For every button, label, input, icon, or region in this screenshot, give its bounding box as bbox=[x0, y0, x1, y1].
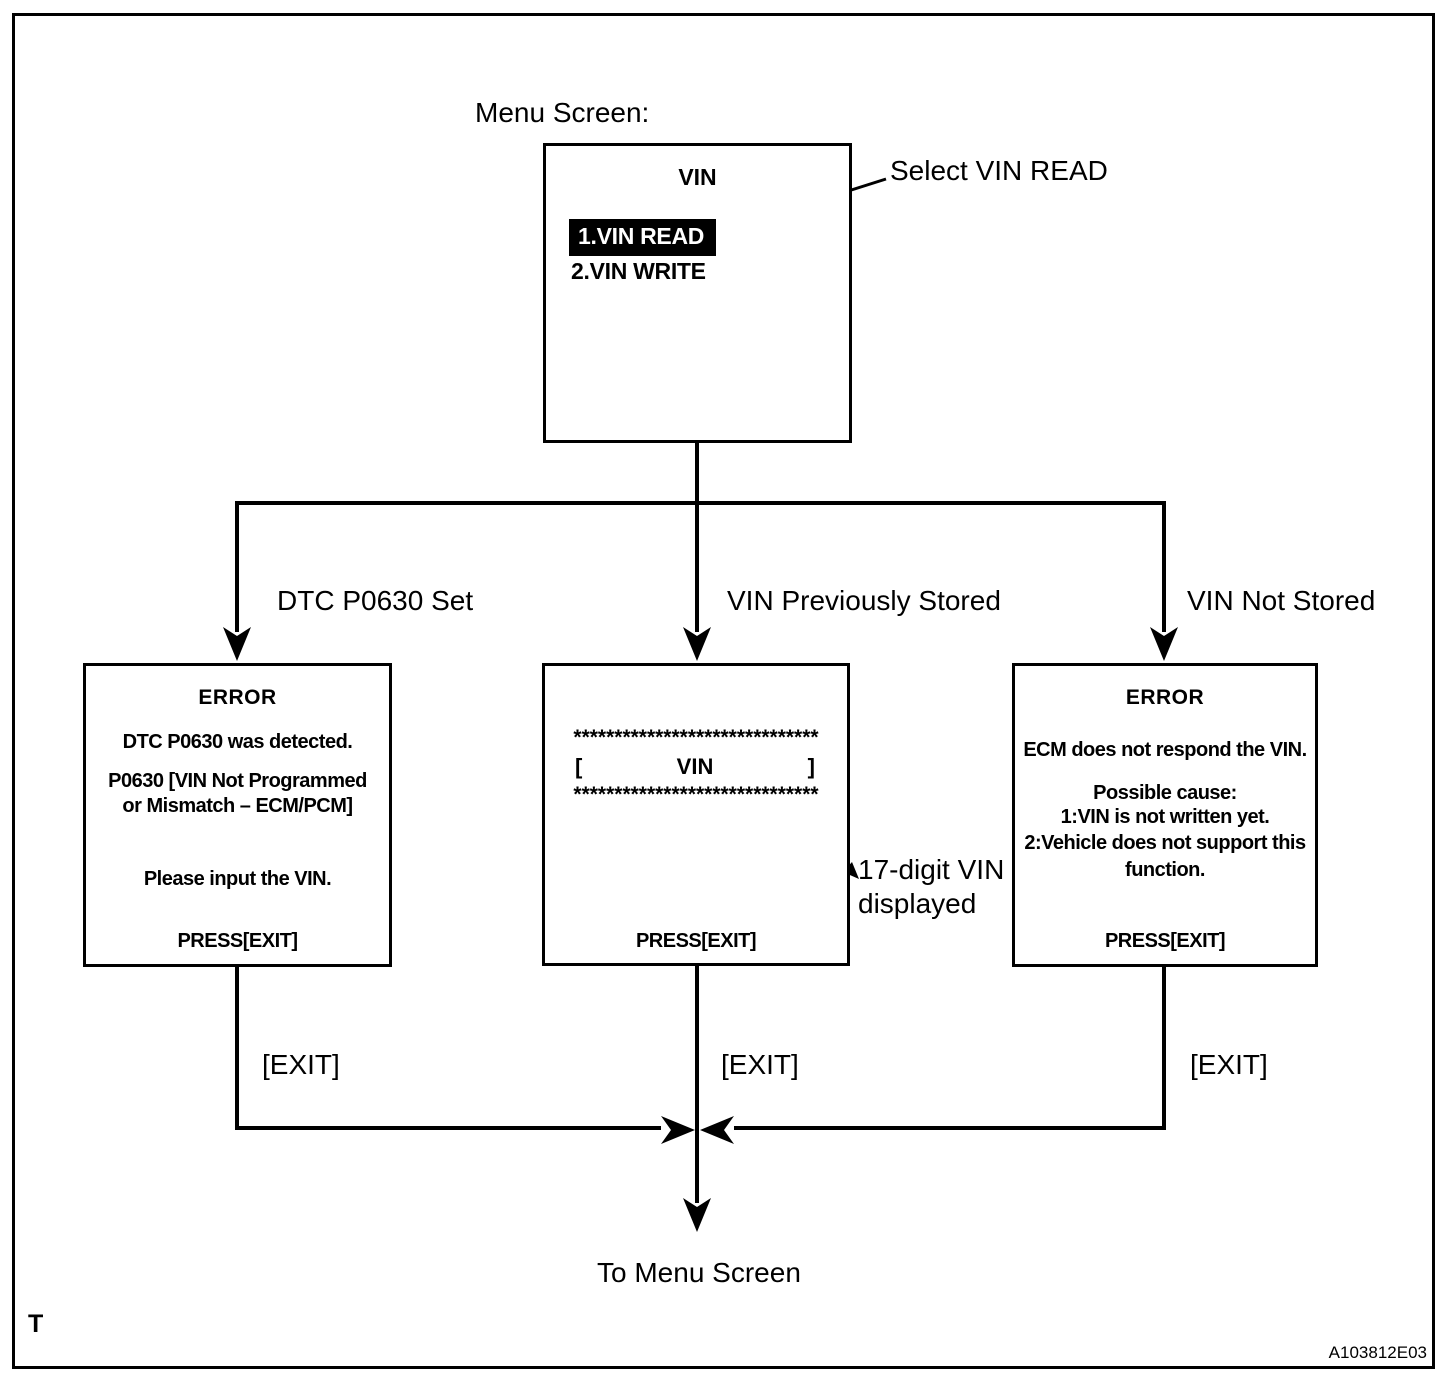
footer-t-mark: T bbox=[28, 1310, 44, 1338]
ecm-error-line-3: 1:VIN is not written yet. bbox=[1060, 806, 1270, 828]
exit-label-right: [EXIT] bbox=[1190, 1049, 1268, 1080]
dtc-error-line-1: DTC P0630 was detected. bbox=[122, 731, 353, 753]
page-border bbox=[12, 13, 1435, 1369]
vin-bracket-open: [ bbox=[575, 754, 583, 779]
menu-screen-box: VIN 1.VIN READ 2.VIN WRITE bbox=[543, 143, 852, 443]
menu-item-vin-read: 1.VIN READ bbox=[569, 219, 717, 256]
to-menu-screen-label: To Menu Screen bbox=[597, 1257, 801, 1288]
ecm-error-line-4: 2:Vehicle does not support this bbox=[1024, 832, 1306, 854]
dtc-error-line-2: P0630 [VIN Not Programmed bbox=[108, 770, 367, 792]
vin-display-press-exit: PRESS[EXIT] bbox=[635, 930, 757, 952]
menu-item-vin-write: 2.VIN WRITE bbox=[571, 258, 706, 284]
vin-display-row: [ VIN ] bbox=[545, 754, 847, 780]
vin-display-stars-bottom: ****************************** bbox=[573, 783, 819, 806]
vin-display-stars-top: ****************************** bbox=[573, 726, 819, 749]
exit-label-left: [EXIT] bbox=[262, 1049, 340, 1080]
dtc-error-line-3: or Mismatch – ECM/PCM] bbox=[122, 795, 353, 817]
ecm-error-press-exit: PRESS[EXIT] bbox=[1104, 930, 1226, 952]
dtc-error-press-exit: PRESS[EXIT] bbox=[177, 930, 298, 952]
exit-label-middle: [EXIT] bbox=[721, 1049, 799, 1080]
vin-annotation-line-1: 17-digit VIN bbox=[858, 854, 1005, 885]
dtc-error-screen-box: ERROR DTC P0630 was detected. P0630 [VIN… bbox=[83, 663, 392, 967]
dtc-error-title: ERROR bbox=[198, 686, 277, 709]
select-vin-read-annotation: Select VIN READ bbox=[890, 155, 1108, 186]
vin-annotation-line-2: displayed bbox=[858, 888, 977, 919]
dtc-error-line-4: Please input the VIN. bbox=[143, 868, 332, 890]
menu-screen-title: VIN bbox=[678, 164, 717, 190]
ecm-error-title: ERROR bbox=[1125, 686, 1205, 709]
vin-display-screen-box: ****************************** [ VIN ] *… bbox=[542, 663, 850, 966]
branch-label-vin-not-stored: VIN Not Stored bbox=[1187, 585, 1376, 616]
ecm-error-screen-box: ERROR ECM does not respond the VIN. Poss… bbox=[1012, 663, 1318, 967]
branch-label-dtc-set: DTC P0630 Set bbox=[277, 585, 474, 616]
ecm-error-line-1: ECM does not respond the VIN. bbox=[1023, 739, 1307, 761]
vin-label: VIN bbox=[676, 754, 714, 779]
ecm-error-line-2: Possible cause: bbox=[1093, 782, 1237, 804]
doc-code: A103812E03 bbox=[1328, 1343, 1427, 1362]
menu-screen-label: Menu Screen: bbox=[475, 97, 650, 128]
ecm-error-line-5: function. bbox=[1125, 859, 1205, 881]
vin-bracket-close: ] bbox=[807, 754, 815, 779]
branch-label-vin-stored: VIN Previously Stored bbox=[727, 585, 1001, 616]
